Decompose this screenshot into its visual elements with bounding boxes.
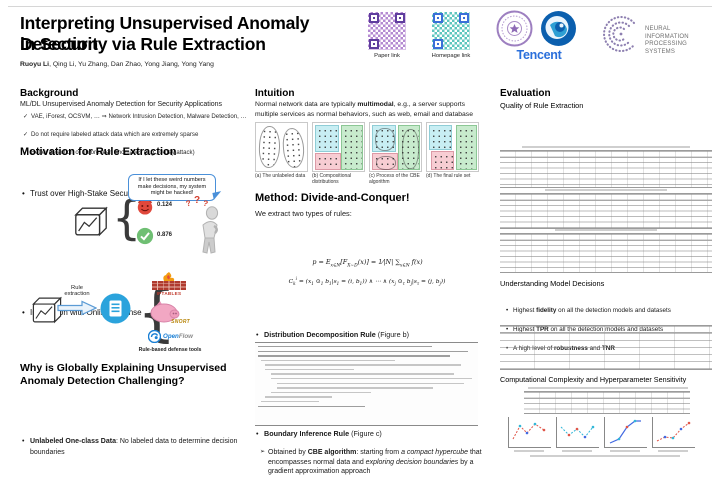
background-check-2: ✓ Do not require labeled attack data whi… — [23, 131, 199, 138]
motivation-bullet-1: • Trust over High-Stake Security Decisio… — [22, 189, 176, 198]
sensitivity-chart-4 — [652, 417, 695, 448]
authors-rest: , Qing Li, Yu Zhang, Dan Zhao, Yong Jian… — [49, 61, 214, 68]
iptables-label: IPTABLES — [156, 291, 182, 296]
figure-panel-b — [312, 122, 365, 172]
section-background: Background — [20, 88, 79, 99]
formula-rule-conjunction: Cki = (x1 ⊙1 b1|s1 = (i, b1)) ∧ ⋯ ∧ (xj … — [288, 276, 446, 287]
snort-label: SNORT — [171, 319, 190, 325]
rule-extraction-arrow-label: Rule extraction — [64, 285, 90, 298]
poster-title-line1: Interpreting Unsupervised Anomaly Detect… — [20, 13, 310, 54]
sensitivity-chart-1 — [508, 417, 551, 448]
brace-left: { — [112, 191, 142, 245]
chart-caption-bar — [514, 450, 544, 452]
figure-caption-a: (a) The unlabeled data — [255, 173, 306, 179]
iptables-logo-icon: IPTABLES — [152, 272, 186, 296]
check-icon: ✓ — [23, 131, 29, 138]
section-method: Method: Divide-and-Conquer! — [255, 192, 410, 204]
table-caption-bar — [555, 229, 657, 231]
university-seal-icon — [496, 10, 533, 47]
intuition-paragraph: Normal network data are typically multim… — [255, 101, 473, 118]
paper-qr-code — [368, 12, 406, 50]
neurips-text: NEURAL INFORMATION PROCESSING SYSTEMS — [645, 26, 715, 56]
arrow-marker: ➢ — [260, 449, 266, 455]
sensitivity-chart-2 — [556, 417, 599, 448]
openflow-flow-label: Flow — [178, 333, 193, 340]
openflow-logo-icon: OpenFlow — [148, 330, 198, 344]
results-table-3 — [500, 233, 712, 273]
snort-logo-icon: SNORT — [148, 300, 190, 326]
results-table-2 — [500, 193, 712, 229]
background-check-1: ✓ VAE, iForest, OCSVM, … ⇒ Network Intru… — [23, 113, 247, 120]
chart-caption-bar — [562, 450, 592, 452]
challenge-bullet-1: • Unlabeled One-class Data: No labeled d… — [22, 438, 238, 456]
formula-anomaly-score: p = Ex∈N[FX∼D(x)] = 1⁄|N| ∑x∈N f(x) — [312, 258, 423, 269]
iptables-bricks — [152, 281, 186, 290]
understanding-heading: Understanding Model Decisions — [500, 279, 605, 288]
author-first: Ruoyu Li — [20, 61, 50, 68]
rules-document-icon — [100, 293, 131, 329]
quality-bullet-1: • Highest fidelity on all the detection … — [506, 306, 671, 314]
table-caption-bar — [545, 189, 667, 191]
sensitivity-chart-3 — [604, 417, 647, 448]
quality-heading: Quality of Rule Extraction — [500, 101, 584, 110]
qr-finder-icon — [369, 39, 379, 49]
model-box-icon — [30, 296, 64, 329]
speech-bubble-tail — [212, 191, 223, 200]
qr-finder-icon — [433, 39, 443, 49]
table-caption-bar — [528, 387, 688, 389]
neurips-line2: PROCESSING SYSTEMS — [645, 41, 688, 55]
check-icon: ✓ — [23, 149, 29, 156]
method-rule2: • Boundary Inference Rule (Figure c) — [256, 428, 382, 438]
top-rule — [8, 6, 712, 7]
check-icon: ✓ — [23, 113, 29, 120]
background-intro: ML/DL Unsupervised Anomaly Detection for… — [20, 101, 223, 108]
understanding-table — [500, 325, 712, 370]
right-arrow-icon — [57, 300, 98, 321]
table-caption-bar — [522, 146, 690, 148]
normal-score: 0.876 — [157, 232, 173, 238]
cbe-algorithm-pseudocode — [255, 342, 478, 426]
figure-panel-d — [426, 122, 479, 172]
authors-line: Ruoyu Li, Qing Li, Yu Zhang, Dan Zhao, Y… — [20, 61, 380, 68]
method-intro: We extract two types of rules: — [255, 209, 352, 218]
neurips-logo-icon — [600, 13, 642, 55]
results-table-1 — [500, 150, 712, 188]
homepage-qr-code — [432, 12, 470, 50]
qr-finder-icon — [395, 13, 405, 23]
figure-caption-b: (b) Compositional distributions — [312, 173, 352, 185]
chart-caption-bar — [658, 450, 688, 452]
model-box-icon — [72, 206, 110, 242]
complexity-table — [524, 391, 690, 414]
neurips-line1: NEURAL INFORMATION — [645, 26, 689, 40]
paper-qr-label: Paper link — [374, 53, 400, 59]
qr-finder-icon — [369, 13, 379, 23]
figure-caption-d: (d) The final rule set — [426, 173, 471, 179]
poster-title-line2: in Security via Rule Extraction — [20, 34, 266, 54]
complexity-heading: Computational Complexity and Hyperparame… — [500, 375, 687, 384]
question-mark: ? — [194, 195, 201, 206]
method-rule1: • Distribution Decomposition Rule (Figur… — [256, 330, 409, 339]
homepage-qr-label: Homepage link — [431, 53, 471, 59]
defense-tools-caption: Rule-based defense tools — [138, 347, 202, 353]
chart-caption-bar — [610, 450, 640, 452]
method-sub2: ➢ Obtained by CBE algorithm: starting fr… — [260, 449, 482, 475]
section-challenge: Why is Globally Explaining Unsupervised … — [20, 362, 227, 387]
openflow-open-label: Open — [163, 333, 179, 340]
figure-panel-a — [255, 122, 308, 172]
speech-bubble: If I let these weird numbers make decisi… — [128, 174, 223, 201]
figure-caption-bar — [530, 455, 680, 457]
lab-logo-icon — [540, 10, 577, 47]
section-evaluation: Evaluation — [500, 88, 551, 99]
normal-check-icon — [136, 227, 154, 250]
tencent-wordmark: Tencent — [516, 48, 562, 62]
section-motivation: Motivation for Rule Extraction — [20, 146, 177, 158]
qr-finder-icon — [459, 13, 469, 23]
qr-finder-icon — [433, 13, 443, 23]
thinking-person-icon — [192, 206, 224, 261]
anomaly-score: 0.124 — [157, 202, 173, 208]
figure-panel-c — [369, 122, 422, 172]
background-check-3: ✓ Better detection of unforeseen anomali… — [23, 149, 195, 156]
section-intuition: Intuition — [255, 88, 295, 99]
figure-caption-c: (c) Process of the CBE algorithm — [369, 173, 420, 185]
